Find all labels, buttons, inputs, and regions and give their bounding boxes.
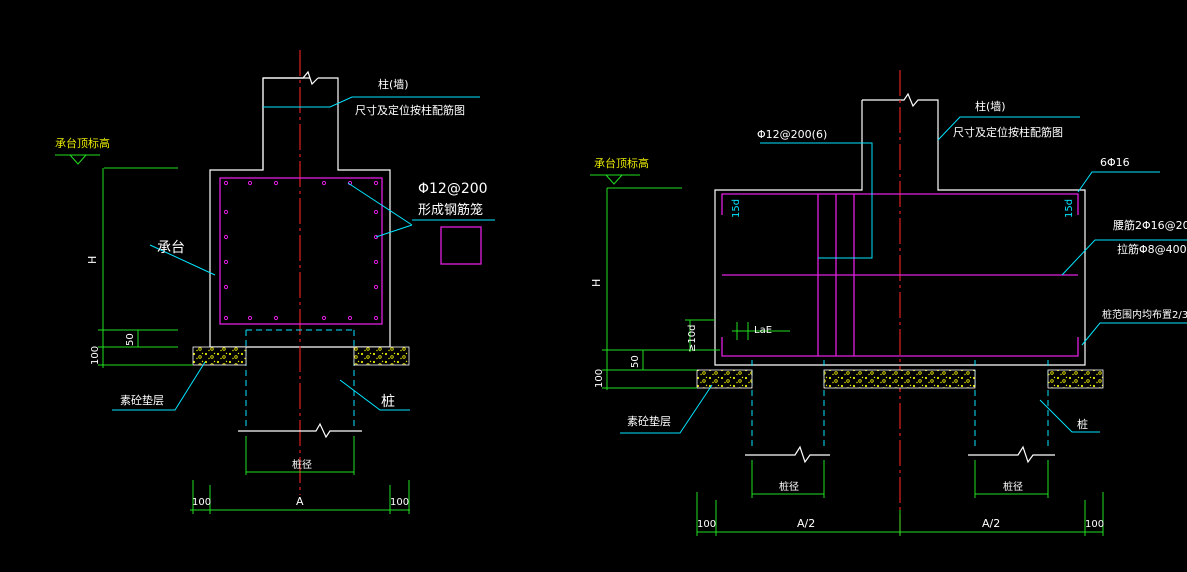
right-anchor-left: 15d	[731, 199, 742, 218]
right-piles-outline	[751, 360, 1049, 450]
right-cushion-left	[696, 369, 753, 389]
right-pile-dia-left: 桩径	[779, 480, 799, 493]
right-column-leader	[937, 116, 1080, 141]
right-column-dowels	[817, 194, 855, 356]
left-dim-H: H	[86, 256, 99, 264]
left-cushion-leader	[112, 361, 206, 411]
right-waist-leader	[1061, 239, 1187, 276]
right-waist-bar-label: 腰筋2Φ16@200	[1113, 218, 1187, 232]
right-detail: 柱(墙) 尺寸及定位按柱配筋图 Φ12@200(6) 6Φ16 承台顶标高 15…	[590, 70, 1187, 536]
right-pile-range-label: 桩范围内均布置2/3	[1102, 308, 1187, 321]
right-pile-leader	[1039, 399, 1100, 433]
left-column-leader	[263, 96, 480, 108]
left-rebar-dots	[223, 180, 379, 321]
left-rebar-cage	[219, 177, 383, 325]
right-tie-bar-label: 拉筋Φ8@400	[1117, 242, 1187, 256]
right-dim-right: 100	[1085, 519, 1104, 530]
right-column-note: 尺寸及定位按柱配筋图	[953, 125, 1063, 139]
left-stirrup-leader	[347, 182, 495, 238]
right-top-bars	[721, 193, 1079, 215]
right-pile-label: 桩	[1077, 417, 1088, 431]
right-top-bar-leader	[1077, 171, 1160, 193]
right-dim-10d: ≥10d	[687, 325, 698, 352]
left-column-outline	[262, 77, 310, 170]
right-pile-dia-dims	[751, 460, 1049, 498]
left-stirrup-label: Φ12@200	[418, 181, 488, 197]
right-bottom-bars	[721, 337, 1079, 357]
right-stirrup-leader	[760, 142, 873, 259]
right-anchor-right: 15d	[1064, 199, 1075, 218]
left-cap-top-label: 承台顶标高	[55, 136, 110, 150]
left-detail: 柱(墙) 尺寸及定位按柱配筋图 承台顶标高 Φ12@200 形成钢筋笼 承台 H…	[55, 50, 495, 514]
left-dim-left: 100	[192, 497, 211, 508]
right-cushion-label: 素砼垫层	[627, 414, 671, 428]
left-column-label: 柱(墙)	[378, 77, 409, 91]
left-level-marker	[55, 154, 178, 169]
right-bottom-dim	[696, 492, 1104, 536]
right-stirrup-label: Φ12@200(6)	[757, 128, 827, 141]
right-column-cap-outline	[714, 92, 1086, 366]
left-dim-50: 50	[125, 333, 136, 346]
right-pile-range-leader	[1081, 322, 1187, 346]
right-pile-breaks	[745, 445, 1055, 464]
right-dim-100: 100	[594, 369, 605, 388]
right-column-label: 柱(墙)	[975, 99, 1006, 113]
left-cap-label: 承台	[157, 240, 185, 256]
left-cushion-left	[192, 346, 247, 366]
left-cushion-label: 素砼垫层	[120, 393, 164, 407]
right-cushion-leader	[620, 384, 713, 434]
left-column-note: 尺寸及定位按柱配筋图	[355, 103, 465, 117]
right-vertical-dim	[602, 188, 720, 390]
left-pile-leader	[339, 379, 410, 411]
left-pile-break	[238, 422, 362, 439]
right-level-marker	[590, 174, 682, 189]
left-cap-leader	[149, 244, 216, 276]
left-cage-label: 形成钢筋笼	[418, 202, 483, 218]
right-dim-H: H	[590, 279, 603, 287]
left-vertical-dim	[98, 168, 193, 368]
left-pile-dia-label: 桩径	[292, 458, 312, 471]
right-dim-left: 100	[697, 519, 716, 530]
right-cushion-right	[1047, 369, 1104, 389]
left-cushion-right	[353, 346, 410, 366]
right-pile-dia-right: 桩径	[1003, 480, 1023, 493]
right-cushion-middle	[823, 369, 976, 389]
left-pile-dia-dim	[245, 436, 355, 475]
right-cap-top-label: 承台顶标高	[594, 156, 649, 170]
right-dim-A2-right: A/2	[982, 517, 1000, 530]
left-cage-section-box	[440, 226, 482, 265]
left-pile-label: 桩	[381, 393, 395, 410]
left-dim-A: A	[296, 495, 304, 508]
right-dim-A2-left: A/2	[797, 517, 815, 530]
left-bottom-dim	[190, 480, 410, 514]
left-pile-outline	[245, 329, 355, 428]
right-laE-label: LaE	[754, 325, 772, 336]
left-dim-100: 100	[90, 346, 101, 365]
right-laE-dim	[732, 322, 790, 340]
right-dim-50: 50	[630, 355, 641, 368]
right-top-bars-label: 6Φ16	[1100, 156, 1130, 169]
left-dim-right: 100	[390, 497, 409, 508]
